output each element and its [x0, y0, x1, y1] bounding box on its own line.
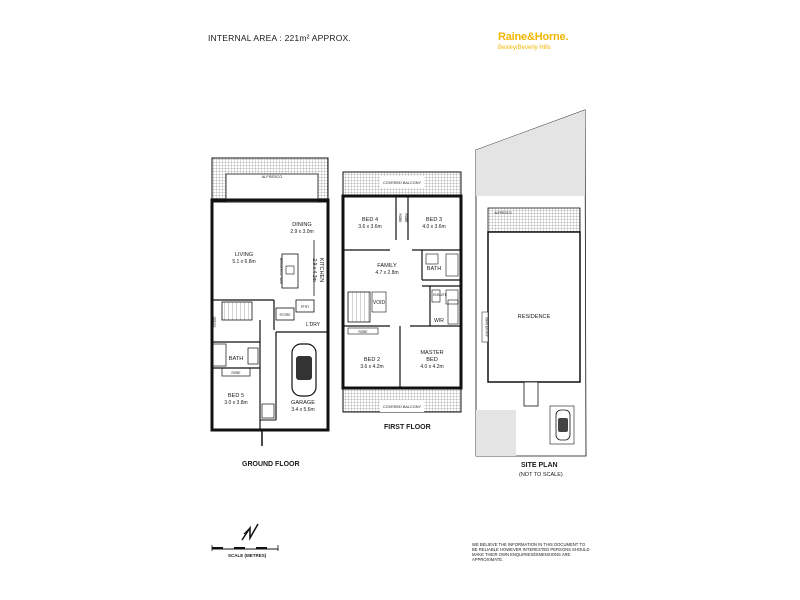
ff-wir-label: WIR: [434, 318, 444, 324]
gf-staircase: [221, 301, 253, 321]
gf-store2-label: STORE: [280, 313, 291, 317]
scale-label: SCALE (METRES): [228, 553, 267, 558]
gf-garage-name: GARAGE: [291, 400, 315, 406]
brand-logo-name: Raine&Horne.: [498, 31, 569, 43]
disclaimer-text: WE BELIEVE THE INFORMATION IN THIS DOCUM…: [472, 542, 590, 562]
gf-bath-label: BATH: [229, 356, 244, 362]
internal-area-label: INTERNAL AREA : 221m² APPROX.: [208, 33, 351, 43]
site-car: [555, 409, 571, 441]
site-plan-subtitle: (NOT TO SCALE): [519, 472, 563, 478]
gf-garage-dims: 3.4 x 5.6m: [291, 407, 314, 413]
gf-kitchen-name: KITCHEN: [318, 258, 324, 283]
gf-dining-dims: 2.9 x 3.0m: [290, 229, 313, 235]
ff-family-dims: 4.7 x 2.8m: [375, 270, 398, 276]
gf-store-label: STORE: [213, 317, 217, 328]
ff-balcony-top-label: COVERED BALCONY: [383, 181, 421, 185]
gf-bed5-dims: 3.0 x 3.8m: [224, 400, 247, 406]
ff-master-name: MASTER: [420, 350, 443, 356]
ground-floor-plan: ALFRESCO DINING 2.9 x 3.0m LIVING 5.1 x …: [210, 157, 330, 446]
gf-car: [291, 343, 317, 397]
ff-staircase: [347, 291, 371, 323]
site-alfresco-label: ALFRESCO: [494, 211, 512, 215]
site-main-entry-label: MAIN ENTRY: [485, 317, 489, 337]
site-plan-title: SITE PLAN: [521, 462, 558, 469]
ff-master-dims: 4.0 x 4.2m: [420, 364, 443, 370]
north-arrow-icon: [241, 523, 259, 541]
ff-void-label: VOID: [373, 300, 386, 306]
brand-branch: Bexley/Beverly Hills: [498, 45, 551, 51]
ff-bed4-dims: 3.6 x 3.6m: [358, 224, 381, 230]
ff-master-name2: BED: [426, 357, 438, 363]
ff-bed4-name: BED 4: [362, 217, 378, 223]
gf-alfresco-label: ALFRESCO: [262, 175, 283, 179]
ff-balcony-bottom-label: COVERED BALCONY: [383, 405, 421, 409]
ff-bath-label: BATH: [427, 266, 442, 272]
gf-kitchen-dims: 2.9 x 4.3m: [311, 258, 317, 281]
ff-family-name: FAMILY: [377, 263, 397, 269]
ff-bed3-dims: 4.0 x 3.6m: [422, 224, 445, 230]
ff-robe-a-label: ROBE: [398, 213, 402, 222]
gf-laundry-label: L'DRY: [306, 322, 321, 328]
ff-robe-b-label: ROBE: [404, 213, 408, 222]
gf-living-name: LIVING: [235, 252, 253, 258]
first-floor-plan: COVERED BALCONY COVERED BALCONY BED 4 3.…: [341, 171, 463, 413]
ground-floor-title: GROUND FLOOR: [242, 461, 300, 468]
ff-bed3-name: BED 3: [426, 217, 442, 223]
scale-bar: [211, 545, 279, 551]
gf-bed5-name: BED 5: [228, 393, 244, 399]
site-residence: [487, 231, 581, 383]
gf-breakfast-bar-label: BREAKFAST BAR: [279, 258, 283, 285]
site-residence-label: RESIDENCE: [518, 314, 551, 320]
ff-bed2-dims: 3.6 x 4.2m: [360, 364, 383, 370]
ff-bed2-name: BED 2: [364, 357, 380, 363]
gf-robe-label: ROBE: [231, 371, 240, 375]
site-plan: ALFRESCO RESIDENCE MAIN ENTRY: [475, 109, 587, 457]
gf-dining-name: DINING: [292, 222, 312, 228]
ff-robe-c-label: ROBE: [358, 330, 367, 334]
gf-living-dims: 5.1 x 6.8m: [232, 259, 255, 265]
ff-ensuite-label: ENSUITE: [433, 293, 447, 297]
gf-kitchen-island: [281, 253, 299, 289]
first-floor-title: FIRST FLOOR: [384, 424, 431, 431]
gf-pantry-label: PTRY: [301, 305, 310, 309]
